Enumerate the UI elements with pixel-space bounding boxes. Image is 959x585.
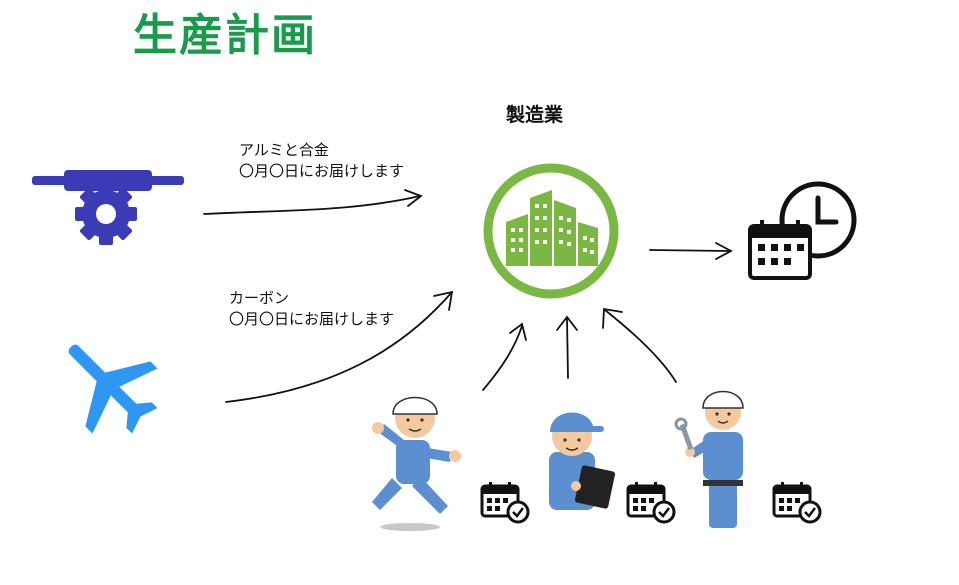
delivery-label: 〇月〇日にお届けします [229,310,395,329]
calendar-check-icon [626,482,676,524]
supplier-note-carbon: カーボン 〇月〇日にお届けします [229,288,394,331]
wrench-worker [674,390,744,528]
flow-arrows [203,189,733,403]
supplier-note-aluminum: アルミと合金 〇月〇日にお届けします [239,140,404,183]
calendar-check-icon [480,482,530,524]
manufacturer-node [483,163,619,299]
material-label: カーボン [229,289,290,307]
delivery-label: 〇月〇日にお届けします [239,162,405,181]
manufacturer-label: 製造業 [506,104,564,126]
arrow-aluminum-to-manufacturer [203,195,421,215]
arrow-manufacturer-to-output [649,249,731,252]
arrow-worker1-to-manufacturer [482,325,523,391]
gear-pipe-icon [32,170,184,245]
buildings-icon [506,190,598,266]
arrow-worker3-to-manufacturer [604,309,677,383]
arrow-carbon-to-manufacturer [225,291,453,403]
page-title: 生産計画 [133,10,317,61]
calendar-check-icon [772,482,822,524]
calendar-clock-icon [748,181,857,280]
airplane-icon [68,344,158,434]
clipboard-worker [549,412,616,510]
running-worker [372,396,461,531]
arrow-worker2-to-manufacturer [566,317,569,379]
material-label: アルミと合金 [239,141,329,159]
